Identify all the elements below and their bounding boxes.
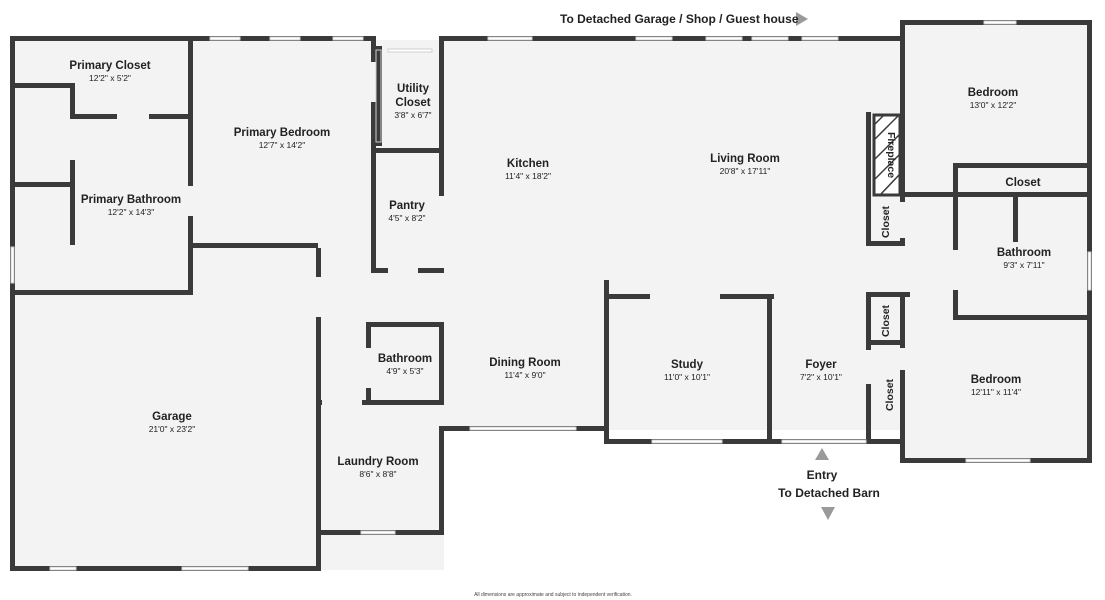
room-dimensions: 12'11" x 11'4" <box>971 387 1021 397</box>
room-name: Dining Room <box>489 357 561 369</box>
room-dimensions: 4'5" x 8'2" <box>388 213 425 223</box>
fireplace-hatch <box>872 113 902 197</box>
room-name: Fireplace <box>885 132 897 178</box>
entry-label: Entry <box>807 468 838 482</box>
openings <box>117 62 958 405</box>
room-name: Study <box>671 359 704 371</box>
room-name: Garage <box>152 411 192 423</box>
room-name: Closet <box>880 205 892 238</box>
room-dimensions: 8'6" x 8'8" <box>359 469 396 479</box>
room-dimensions: 7'2" x 10'1" <box>800 372 842 382</box>
room-dimensions: 11'4" x 18'2" <box>505 171 551 181</box>
room-name: Bedroom <box>968 87 1018 99</box>
room-name: Living Room <box>710 153 780 165</box>
room-name: Primary Closet <box>69 60 150 72</box>
room-name: Closet <box>395 97 430 109</box>
disclaimer: All dimensions are approximate and subje… <box>474 592 632 598</box>
room-name: Primary Bedroom <box>234 127 331 139</box>
room-dimensions: 3'8" x 6'7" <box>394 110 431 120</box>
room-dimensions: 12'2" x 14'3" <box>108 207 155 217</box>
room-name: Closet <box>1005 177 1040 189</box>
room-name: Bathroom <box>997 247 1051 259</box>
room-name: Closet <box>884 378 896 411</box>
room-dimensions: 20'8" x 17'11" <box>720 166 771 176</box>
arrow-up-icon <box>815 448 829 460</box>
room-name: Pantry <box>389 200 425 212</box>
room-name: Primary Bathroom <box>81 194 181 206</box>
room-name: Foyer <box>805 359 837 371</box>
barn-label: To Detached Barn <box>778 486 880 500</box>
room-dimensions: 13'0" x 12'2" <box>970 100 1017 110</box>
arrow-right-icon <box>796 12 808 26</box>
arrow-down-icon <box>821 507 835 520</box>
room-dimensions: 11'4" x 9'0" <box>504 370 545 380</box>
room-name: Bathroom <box>378 353 432 365</box>
room-name: Laundry Room <box>337 456 418 468</box>
room-dimensions: 9'3" x 7'11" <box>1003 260 1044 270</box>
windows <box>10 20 1092 571</box>
top-label: To Detached Garage / Shop / Guest house <box>560 12 799 26</box>
room-name: Utility <box>397 83 430 95</box>
room-name: Kitchen <box>507 158 549 170</box>
room-dimensions: 4'9" x 5'3" <box>386 366 423 376</box>
room-name: Bedroom <box>971 374 1021 386</box>
room-dimensions: 11'0" x 10'1" <box>664 372 710 382</box>
room-dimensions: 12'7" x 14'2" <box>259 140 306 150</box>
room-dimensions: 21'0" x 23'2" <box>149 424 196 434</box>
room-name: Closet <box>880 304 892 337</box>
room-dimensions: 12'2" x 5'2" <box>89 73 131 83</box>
room-labels: Primary Closet 12'2" x 5'2" Primary Bedr… <box>69 60 1051 479</box>
